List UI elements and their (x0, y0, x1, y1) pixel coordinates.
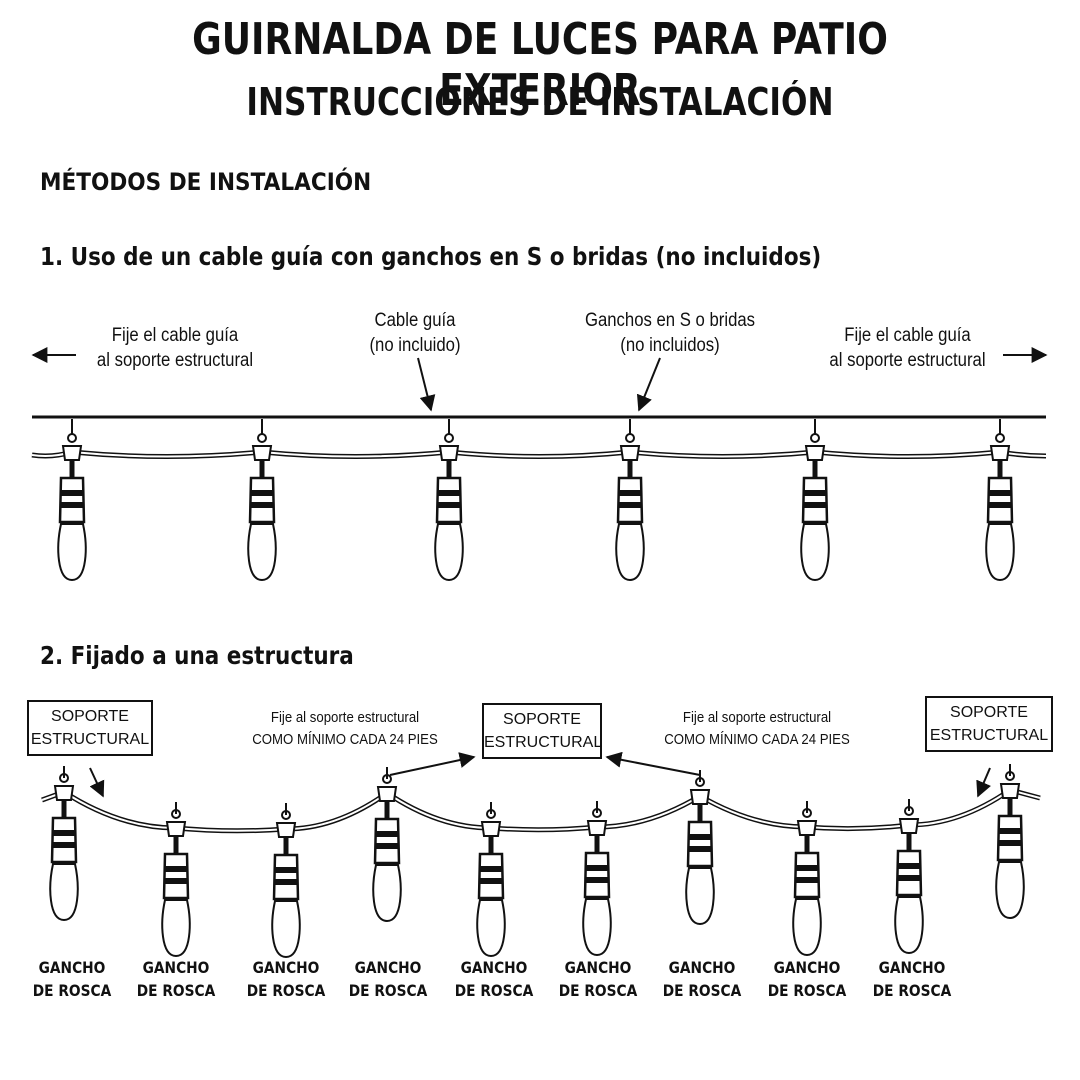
hook-label: GANCHO DE ROSCA (867, 956, 956, 1002)
method1-heading: 1. Uso de un cable guía con ganchos en S… (40, 242, 822, 271)
m2-note-left: Fije al soporte estructural COMO MÍNIMO … (244, 707, 446, 751)
hook-label: GANCHO DE ROSCA (131, 956, 220, 1002)
hook-label-line2: DE ROSCA (662, 981, 742, 1000)
m1-label-cable-line1: Cable guía (374, 310, 456, 331)
hook-label-line1: GANCHO (564, 958, 632, 977)
hook-label: GANCHO DE ROSCA (27, 956, 116, 1002)
m1-label-left-line2: al soporte estructural (96, 350, 254, 371)
bulb-m2 (271, 810, 301, 959)
m1-label-hooks-line1: Ganchos en S o bridas (584, 310, 756, 331)
m2-note-left-line1: Fije al soporte estructural (270, 709, 420, 726)
bulb-m2 (372, 774, 402, 923)
hook-label: GANCHO DE ROSCA (449, 956, 538, 1002)
bulb-m2 (582, 808, 612, 957)
page-subtitle: INSTRUCCIONES DE INSTALACIÓN (246, 80, 834, 124)
hook-label-line1: GANCHO (460, 958, 528, 977)
arrow-support-left-icon (89, 767, 105, 798)
hook-label-line1: GANCHO (38, 958, 106, 977)
m1-label-hooks-line2: (no incluidos) (620, 335, 720, 356)
bulb-m1 (800, 433, 830, 582)
hook-label-line2: DE ROSCA (246, 981, 326, 1000)
hook-label-line2: DE ROSCA (558, 981, 638, 1000)
bulb-m2 (161, 809, 191, 958)
bulb-m2 (894, 806, 924, 955)
arrow-support-right-icon (976, 767, 992, 798)
support-box-right-line2: ESTRUCTURAL (929, 727, 1049, 744)
support-box-left-line2: ESTRUCTURAL (30, 731, 150, 748)
hook-label-line1: GANCHO (668, 958, 736, 977)
support-box-right: SOPORTE ESTRUCTURAL (925, 696, 1053, 752)
support-box-left-line1: SOPORTE (51, 708, 129, 725)
support-box-center: SOPORTE ESTRUCTURAL (482, 703, 602, 759)
support-box-center-line1: SOPORTE (503, 711, 581, 728)
support-box-left: SOPORTE ESTRUCTURAL (27, 700, 153, 756)
hook-label-line2: DE ROSCA (32, 981, 112, 1000)
m1-label-left: Fije el cable guía al soporte estructura… (83, 323, 268, 373)
light-string-cable-m2 (41, 787, 1041, 834)
m1-label-right-line2: al soporte estructural (829, 350, 986, 371)
hook-label-line1: GANCHO (773, 958, 841, 977)
support-box-right-line1: SOPORTE (950, 704, 1028, 721)
m1-label-left-line1: Fije el cable guía (111, 325, 239, 346)
bulb-m1 (985, 433, 1015, 582)
hook-label-line1: GANCHO (878, 958, 946, 977)
bulb-m1 (434, 433, 464, 582)
bulb-m2 (995, 771, 1025, 920)
hook-label: GANCHO DE ROSCA (657, 956, 746, 1002)
m1-label-cable: Cable guía (no incluido) (340, 308, 490, 358)
bulb-m1 (57, 433, 87, 582)
hook-label-line1: GANCHO (252, 958, 320, 977)
arrow-note-left-icon (389, 752, 476, 776)
hook-label: GANCHO DE ROSCA (553, 956, 642, 1002)
bulb-m1 (615, 433, 645, 582)
arrow-note-right-icon (605, 751, 701, 776)
method2-diagram (41, 751, 1041, 959)
hook-label: GANCHO DE ROSCA (241, 956, 330, 1002)
hook-label-line2: DE ROSCA (348, 981, 428, 1000)
m1-label-right: Fije el cable guía al soporte estructura… (813, 323, 1002, 373)
hook-label: GANCHO DE ROSCA (343, 956, 432, 1002)
hook-label: GANCHO DE ROSCA (762, 956, 851, 1002)
hook-label-line2: DE ROSCA (454, 981, 534, 1000)
hook-label-line2: DE ROSCA (872, 981, 952, 1000)
bulb-m1 (247, 433, 277, 582)
m1-label-cable-line2: (no incluido) (369, 335, 461, 356)
m1-label-hooks: Ganchos en S o bridas (no incluidos) (573, 308, 767, 358)
m2-note-right-line1: Fije al soporte estructural (682, 709, 832, 726)
arrow-cable-icon (417, 357, 436, 412)
hook-label-line2: DE ROSCA (136, 981, 216, 1000)
hook-label-line1: GANCHO (142, 958, 210, 977)
methods-heading: MÉTODOS DE INSTALACIÓN (40, 168, 372, 196)
m2-note-right-line2: COMO MÍNIMO CADA 24 PIES (664, 731, 850, 748)
method1-diagram (31, 347, 1048, 582)
bulb-m2 (476, 809, 506, 958)
m2-note-left-line2: COMO MÍNIMO CADA 24 PIES (252, 731, 438, 748)
m2-note-right: Fije al soporte estructural COMO MÍNIMO … (656, 707, 858, 751)
hook-label-line1: GANCHO (354, 958, 422, 977)
hook-label-line2: DE ROSCA (767, 981, 847, 1000)
m1-label-right-line1: Fije el cable guía (844, 325, 971, 346)
arrow-hooks-icon (636, 357, 661, 412)
bulb-m2 (792, 808, 822, 957)
bulb-m2 (49, 773, 79, 922)
support-box-center-line2: ESTRUCTURAL (484, 734, 603, 751)
bulb-m2 (685, 777, 715, 926)
method2-heading: 2. Fijado a una estructura (40, 641, 354, 670)
page-title: GUIRNALDA DE LUCES PARA PATIO EXTERIOR (192, 14, 888, 116)
